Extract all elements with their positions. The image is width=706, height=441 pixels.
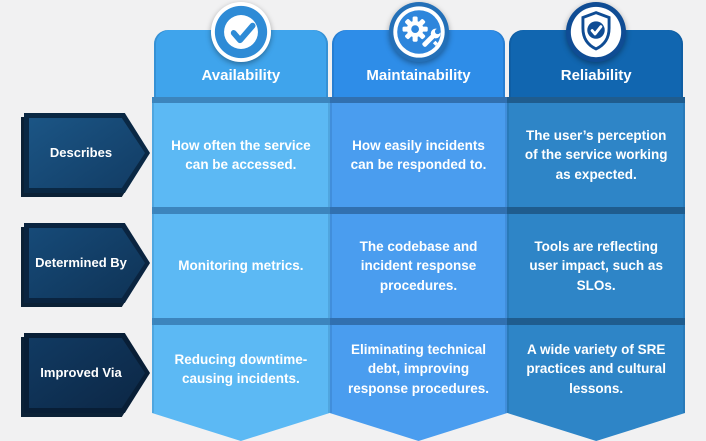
- gear-wrench-icon: [388, 1, 450, 63]
- arrow-shape: Describes: [24, 113, 150, 193]
- comparison-table: Availability How often the service can b…: [152, 1, 686, 441]
- cell-reliability-improved-via: A wide variety of SRE practices and cult…: [507, 325, 686, 413]
- banner-tail: [507, 413, 686, 441]
- cell-reliability-describes: The user’s perception of the service wor…: [507, 103, 686, 207]
- divider: [152, 97, 330, 103]
- divider: [507, 207, 686, 214]
- banner-tail: [329, 413, 508, 441]
- shield-check-icon: [565, 1, 627, 63]
- arrow-shape-inner: [29, 228, 145, 298]
- cell-availability-describes: How often the service can be accessed.: [152, 103, 330, 207]
- arrow-shape: Determined By: [24, 223, 150, 303]
- row-label-text: Determined By: [35, 254, 127, 270]
- row-label-improved-via: Improved Via: [24, 333, 150, 413]
- arrow-shape: Improved Via: [24, 333, 150, 413]
- column-reliability: Reliability The user’s perception of the…: [507, 1, 686, 441]
- cell-maintainability-describes: How easily incidents can be responded to…: [329, 103, 508, 207]
- cell-reliability-determined-by: Tools are reflecting user impact, such a…: [507, 214, 686, 318]
- divider: [507, 97, 686, 103]
- divider: [152, 318, 330, 325]
- arrow-shape-inner: [29, 338, 145, 408]
- divider: [329, 97, 508, 103]
- row-label-text: Improved Via: [40, 364, 122, 380]
- cell-availability-determined-by: Monitoring metrics.: [152, 214, 330, 318]
- row-label-determined-by: Determined By: [24, 223, 150, 303]
- column-maintainability: Maintainability How easily incidents can…: [329, 1, 508, 441]
- row-label-text: Describes: [49, 144, 113, 160]
- check-circle-icon: [210, 1, 272, 63]
- divider: [329, 207, 508, 214]
- column-availability: Availability How often the service can b…: [152, 1, 330, 441]
- divider: [152, 207, 330, 214]
- divider: [329, 318, 508, 325]
- arrow-shape-inner: [29, 118, 145, 188]
- row-label-describes: Describes: [24, 113, 150, 193]
- divider: [507, 318, 686, 325]
- cell-maintainability-improved-via: Eliminating technical debt, improving re…: [329, 325, 508, 413]
- banner-tail: [152, 413, 330, 441]
- cell-maintainability-determined-by: The codebase and incident response proce…: [329, 214, 508, 318]
- cell-availability-improved-via: Reducing downtime-causing incidents.: [152, 325, 330, 413]
